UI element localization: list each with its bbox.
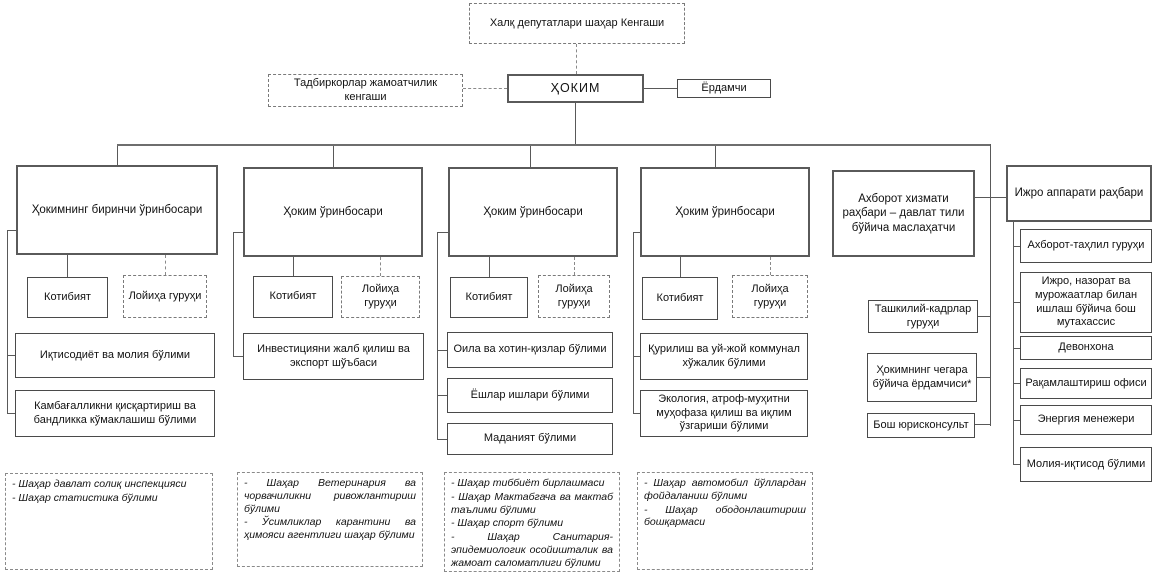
box-deputy3-unit: Маданият бўлими bbox=[447, 423, 613, 455]
connector bbox=[380, 257, 381, 276]
box-exec-office-unit: Ахборот-таҳлил гуруҳи bbox=[1020, 229, 1152, 263]
connector bbox=[644, 88, 677, 89]
box-exec-office-unit: Ижро, назорат ва мурожаатлар билан ишлаш… bbox=[1020, 272, 1152, 333]
connector bbox=[770, 257, 771, 275]
box-deputy2-affiliated: - Шаҳар Ветеринария ва чорвачиликни риво… bbox=[237, 472, 423, 567]
connector bbox=[1013, 246, 1020, 247]
box-deputy1-unit: Иқтисодиёт ва молия бўлими bbox=[15, 333, 215, 378]
box-deputy3-affiliated: - Шаҳар тиббиёт бирлашмаси - Шаҳар Макта… bbox=[444, 472, 620, 572]
connector bbox=[489, 257, 490, 277]
box-deputy3: Ҳоким ўринбосари bbox=[448, 167, 618, 257]
box-deputy2-project-group: Лойиҳа гуруҳи bbox=[341, 276, 420, 318]
box-exec-office-unit: Энергия менежери bbox=[1020, 405, 1152, 435]
connector bbox=[680, 257, 681, 277]
connector bbox=[67, 255, 68, 277]
box-deputy4: Ҳоким ўринбосари bbox=[640, 167, 810, 257]
box-mayor: ҲОКИМ bbox=[507, 74, 644, 103]
connector bbox=[7, 230, 16, 231]
connector bbox=[633, 232, 634, 413]
box-deputy3-secretariat: Котибият bbox=[450, 277, 528, 318]
connector bbox=[437, 439, 447, 440]
affiliated-item: - Шаҳар статистика бўлими bbox=[12, 491, 158, 504]
connector bbox=[633, 413, 640, 414]
box-deputy1-project-group: Лойиҳа гуруҳи bbox=[123, 275, 207, 318]
connector bbox=[1013, 302, 1020, 303]
connector bbox=[975, 197, 1006, 198]
connector bbox=[117, 146, 118, 165]
box-deputy1-affiliated: - Шаҳар давлат солиқ инспекцияси - Шаҳар… bbox=[5, 473, 213, 570]
connector bbox=[530, 146, 531, 167]
connector bbox=[978, 316, 990, 317]
affiliated-item: - Ўсимликлар карантини ва ҳимояси агентл… bbox=[244, 516, 416, 542]
connector bbox=[1013, 464, 1020, 465]
connector bbox=[715, 146, 716, 167]
box-deputy2-unit: Инвестицияни жалб қилиш ва экспорт шўъба… bbox=[243, 333, 424, 380]
connector bbox=[463, 88, 507, 89]
box-deputy2-secretariat: Котибият bbox=[253, 276, 333, 318]
box-deputy3-unit: Оила ва хотин-қизлар бўлими bbox=[447, 332, 613, 368]
box-info-service-unit: Бош юрисконсульт bbox=[867, 413, 975, 438]
box-assistant: Ёрдамчи bbox=[677, 79, 771, 98]
connector bbox=[333, 146, 334, 167]
connector bbox=[633, 232, 640, 233]
box-deputy2: Ҳоким ўринбосари bbox=[243, 167, 423, 257]
box-deputy1-unit: Камбағалликни қисқартириш ва бандликка к… bbox=[15, 390, 215, 437]
connector bbox=[1013, 222, 1014, 464]
connector bbox=[1013, 383, 1020, 384]
connector bbox=[117, 144, 991, 146]
connector bbox=[575, 103, 576, 144]
connector bbox=[437, 232, 448, 233]
box-deputy4-secretariat: Котибият bbox=[642, 277, 718, 320]
box-deputy3-project-group: Лойиҳа гуруҳи bbox=[538, 275, 610, 318]
connector bbox=[576, 44, 577, 74]
affiliated-item: - Шаҳар давлат солиқ инспекцияси bbox=[12, 478, 187, 490]
box-entrepreneurs-council: Тадбиркорлар жамоатчилик кенгаши bbox=[268, 74, 463, 107]
affiliated-item: - Шаҳар автомобил йўллардан фойдаланиш б… bbox=[644, 477, 806, 502]
box-exec-office-head: Ижро аппарати раҳбари bbox=[1006, 165, 1152, 222]
affiliated-item: - Шаҳар ободонлаштириш бошқармаси bbox=[644, 503, 806, 529]
connector bbox=[990, 144, 991, 426]
box-exec-office-unit: Рақамлаштириш офиси bbox=[1020, 368, 1152, 399]
connector bbox=[977, 377, 990, 378]
connector bbox=[165, 255, 166, 275]
connector bbox=[437, 395, 447, 396]
box-info-service-unit: Ҳокимнинг чегара бўйича ёрдамчиси* bbox=[867, 353, 977, 402]
connector bbox=[233, 356, 243, 357]
box-deputy3-unit: Ёшлар ишлари бўлими bbox=[447, 378, 613, 413]
connector bbox=[975, 424, 990, 425]
connector bbox=[7, 355, 15, 356]
connector bbox=[437, 350, 447, 351]
affiliated-item: - Шаҳар Санитария-эпидемиологик осойишта… bbox=[451, 531, 613, 569]
box-info-service-unit: Ташкилий-кадрлар гуруҳи bbox=[868, 300, 978, 333]
affiliated-item: - Шаҳар спорт бўлими bbox=[451, 517, 564, 530]
box-exec-office-unit: Девонхона bbox=[1020, 336, 1152, 360]
box-deputy4-affiliated: - Шаҳар автомобил йўллардан фойдаланиш б… bbox=[637, 472, 813, 570]
box-info-service-head: Ахборот хизмати раҳбари – давлат тили бў… bbox=[832, 170, 975, 257]
connector bbox=[233, 232, 243, 233]
connector bbox=[7, 413, 15, 414]
connector bbox=[1013, 348, 1020, 349]
connector bbox=[293, 257, 294, 276]
affiliated-item: - Шаҳар Мактабгача ва мактаб таълими бўл… bbox=[451, 490, 613, 516]
connector bbox=[1013, 420, 1020, 421]
box-deputy4-unit: Қурилиш ва уй-жой коммунал хўжалик бўлим… bbox=[640, 333, 808, 380]
box-deputy4-project-group: Лойиҳа гуруҳи bbox=[732, 275, 808, 318]
connector bbox=[437, 232, 438, 439]
box-city-council: Халқ депутатлари шаҳар Кенгаши bbox=[469, 3, 685, 44]
connector bbox=[574, 257, 575, 275]
connector bbox=[633, 356, 640, 357]
affiliated-item: - Шаҳар тиббиёт бирлашмаси bbox=[451, 477, 605, 489]
connector bbox=[233, 232, 234, 356]
box-deputy4-unit: Экология, атроф-муҳитни муҳофаза қилиш в… bbox=[640, 390, 808, 437]
box-exec-office-unit: Молия-иқтисод бўлими bbox=[1020, 447, 1152, 482]
affiliated-item: - Шаҳар Ветеринария ва чорвачиликни риво… bbox=[244, 477, 416, 515]
box-deputy1-secretariat: Котибият bbox=[27, 277, 108, 318]
connector bbox=[7, 230, 8, 414]
box-deputy1: Ҳокимнинг биринчи ўринбосари bbox=[16, 165, 218, 255]
